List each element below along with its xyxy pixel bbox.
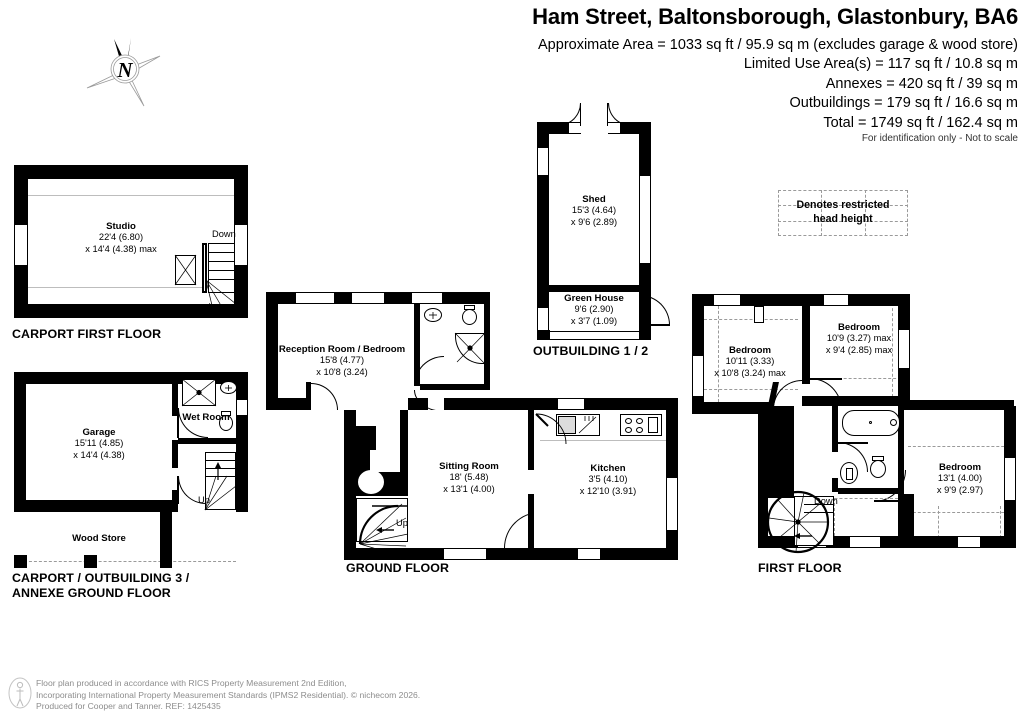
room-name-reception: Reception Room / Bedroom [278, 344, 406, 355]
room-dim1-shed: 15'3 (4.64) [571, 205, 617, 216]
room-name-wood-store: Wood Store [72, 533, 126, 544]
room-dim2-reception: x 10'8 (3.24) [316, 366, 368, 377]
legend-line1: Denotes restricted [796, 199, 890, 211]
area-approximate: Approximate Area = 1033 sq ft / 95.9 sq … [538, 37, 1018, 53]
room-dim1-bedroom-3: 13'1 (4.00) [937, 473, 983, 484]
scale-disclaimer: For identification only - Not to scale [861, 133, 1018, 144]
info-person-icon [8, 677, 32, 709]
room-label-shed: Shed 15'3 (4.64) x 9'6 (2.89) [534, 194, 654, 228]
area-annexes: Annexes = 420 sq ft / 39 sq m [825, 75, 1018, 92]
area-outbuildings: Outbuildings = 179 sq ft / 16.6 sq m [789, 95, 1018, 112]
room-label-green-house: Green House 9'6 (2.90) x 3'7 (1.09) [534, 293, 654, 327]
room-dim1-bedroom-2: 10'9 (3.27) max [826, 333, 892, 344]
room-dim2-studio: x 14'4 (4.38) max [85, 243, 157, 254]
floor-label-outbuilding: OUTBUILDING 1 / 2 [533, 344, 649, 358]
compass-north-label: N [116, 58, 133, 82]
room-dim2-kitchen: x 12'10 (3.91) [579, 485, 637, 496]
room-name-sitting: Sitting Room [439, 461, 499, 472]
compass-rose: N [84, 36, 162, 108]
room-dim1-garage: 15'11 (4.85) [74, 438, 124, 449]
room-dim2-bedroom-1: x 10'8 (3.24) max [714, 367, 786, 378]
room-label-studio: Studio 22'4 (6.80) x 14'4 (4.38) max [36, 221, 206, 255]
carport-ground-line2: ANNEXE GROUND FLOOR [12, 586, 171, 600]
carport-ground-line1: CARPORT / OUTBUILDING 3 / [12, 571, 190, 585]
room-label-bedroom-1: Bedroom 10'11 (3.33) x 10'8 (3.24) max [694, 345, 806, 379]
room-name-bedroom-3: Bedroom [938, 462, 982, 473]
room-name-bedroom-1: Bedroom [728, 345, 772, 356]
room-label-garage: Garage 15'11 (4.85) x 14'4 (4.38) [30, 427, 168, 461]
room-name-studio: Studio [106, 221, 136, 232]
legend-text: Denotes restricted head height [778, 199, 908, 226]
area-total: Total = 1749 sq ft / 162.4 sq m [823, 114, 1018, 131]
room-name-kitchen: Kitchen [590, 463, 626, 474]
room-dim1-kitchen: 3'5 (4.10) [588, 474, 628, 485]
room-dim1-green-house: 9'6 (2.90) [574, 304, 614, 315]
footer-text: Floor plan produced in accordance with R… [36, 678, 420, 713]
first-down-marker: Down [814, 496, 838, 506]
room-dim2-garage: x 14'4 (4.38) [73, 449, 125, 460]
room-label-reception: Reception Room / Bedroom 15'8 (4.77) x 1… [272, 344, 412, 378]
ground-up-marker: Up [396, 518, 408, 528]
room-label-sitting: Sitting Room 18' (5.48) x 13'1 (4.00) [410, 461, 528, 495]
legend-line2: head height [813, 212, 873, 225]
room-dim2-bedroom-3: x 9'9 (2.97) [936, 484, 984, 495]
footer-line3: Produced for Cooper and Tanner. REF: 142… [36, 701, 221, 712]
annexe-up-marker: Up [198, 495, 210, 505]
room-label-wet-room: Wet Room [172, 412, 240, 423]
room-dim1-reception: 15'8 (4.77) [319, 355, 365, 366]
room-dim1-bedroom-1: 10'11 (3.33) [725, 356, 775, 367]
floor-label-carport-ground: CARPORT / OUTBUILDING 3 / ANNEXE GROUND … [12, 571, 189, 601]
room-name-green-house: Green House [564, 293, 624, 304]
room-label-bedroom-3: Bedroom 13'1 (4.00) x 9'9 (2.97) [908, 462, 1012, 496]
room-name-shed: Shed [582, 194, 606, 205]
floor-label-ground: GROUND FLOOR [346, 561, 450, 575]
floor-label-first: FIRST FLOOR [758, 561, 842, 575]
room-name-wet-room: Wet Room [182, 412, 230, 423]
room-name-bedroom-2: Bedroom [837, 322, 881, 333]
room-dim2-sitting: x 13'1 (4.00) [443, 483, 495, 494]
studio-down-marker: Down [212, 229, 236, 239]
area-summary: Approximate Area = 1033 sq ft / 95.9 sq … [538, 36, 1018, 133]
room-label-wood-store: Wood Store [30, 533, 168, 544]
room-label-bedroom-2: Bedroom 10'9 (3.27) max x 9'4 (2.85) max [804, 322, 914, 356]
room-dim2-shed: x 9'6 (2.89) [570, 216, 618, 227]
room-dim1-sitting: 18' (5.48) [449, 472, 489, 483]
room-dim1-studio: 22'4 (6.80) [98, 232, 144, 243]
footer-line2: Incorporating International Property Mea… [36, 689, 421, 700]
room-name-garage: Garage [82, 427, 116, 438]
room-label-kitchen: Kitchen 3'5 (4.10) x 12'10 (3.91) [552, 463, 664, 497]
footer: Floor plan produced in accordance with R… [0, 660, 1024, 715]
footer-line1: Floor plan produced in accordance with R… [36, 678, 347, 688]
room-dim2-green-house: x 3'7 (1.09) [570, 315, 618, 326]
floor-label-carport-first: CARPORT FIRST FLOOR [12, 327, 162, 341]
page-title: Ham Street, Baltonsborough, Glastonbury,… [532, 4, 1018, 29]
room-dim2-bedroom-2: x 9'4 (2.85) max [825, 344, 893, 355]
legend-restricted-head-height: Denotes restricted head height [778, 190, 908, 236]
area-limited-use: Limited Use Area(s) = 117 sq ft / 10.8 s… [743, 56, 1018, 73]
